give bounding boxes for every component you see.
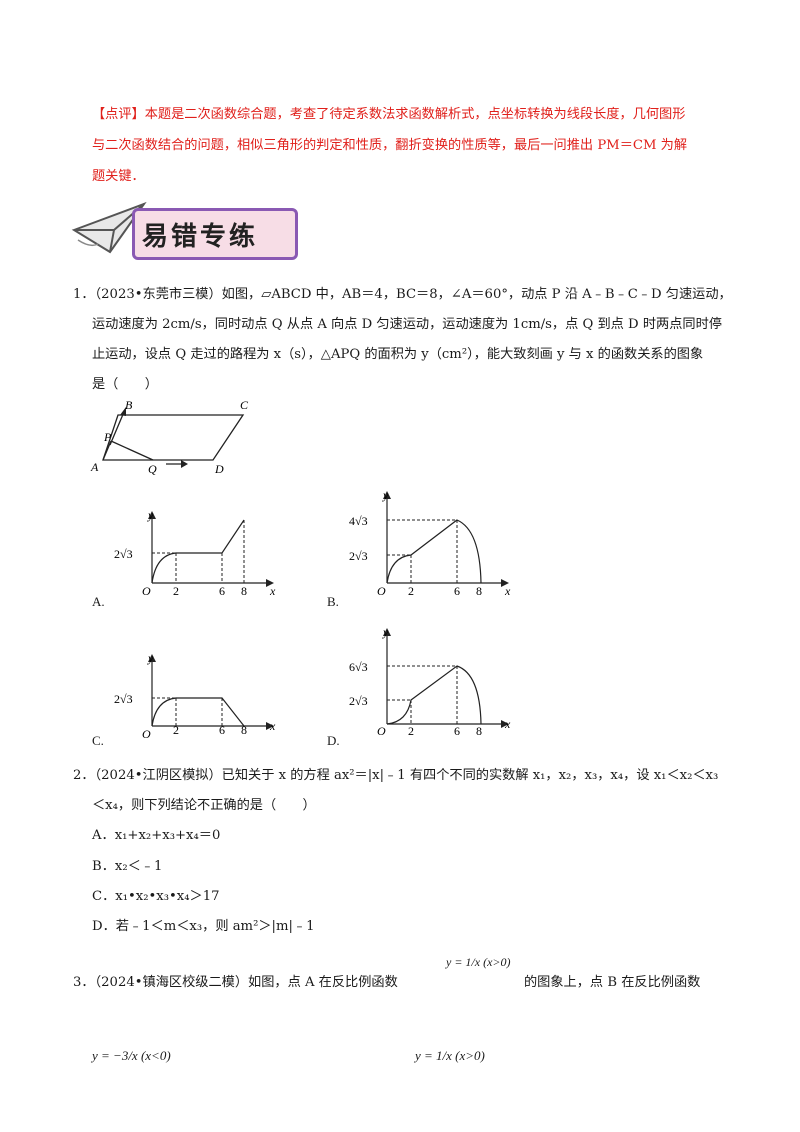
paper-plane-icon [71,201,147,254]
label-B: B [125,398,133,412]
option-d-label: D. [327,733,340,748]
q2-option-b: B．x₂＜﹣1 [92,859,163,874]
option-b-label: B. [327,594,339,609]
q3-formula-2: y = −3/x (x<0) [92,1048,171,1063]
a-x-axis-label: x [269,584,276,595]
q2-line-1: 2．（2024•江阴区模拟）已知关于 x 的方程 ax²＝|x|﹣1 有四个不同… [73,768,719,783]
b-origin: O [377,584,386,595]
graph-option-c: 2√3 2 6 8 O y x [114,651,276,740]
b-y-mark-1: 4√3 [349,514,368,528]
q1-line-4: 是（ ） [92,377,158,392]
banner-box [132,208,298,260]
d-y-mark-1: 6√3 [349,660,368,674]
label-C: C [240,398,249,412]
banner-title: 易错专练 [142,222,259,252]
q3-formula-1: y = 1/x (x>0) [446,955,511,969]
q2-option-d: D．若﹣1＜m＜x₃，则 am²＞|m|﹣1 [92,919,315,934]
q2-option-c: C．x₁•x₂•x₃•x₄＞17 [92,889,220,904]
b-x-axis-label: x [504,584,511,595]
comment-line-2: 与二次函数结合的问题，相似三角形的判定和性质，翻折变换的性质等，最后一问推出 P… [92,138,688,153]
a-y-mark: 2√3 [114,547,133,561]
d-x-6: 6 [454,724,460,737]
q1-line-3: 止运动，设点 Q 走过的路程为 x（s），△APQ 的面积为 y（cm²），能大… [92,347,704,362]
q1-line-1: 1．（2023•东莞市三模）如图，▱ABCD 中，AB＝4，BC＝8，∠A＝60… [73,287,732,302]
b-x-6: 6 [454,584,460,595]
a-x-6: 6 [219,584,225,595]
a-origin: O [142,584,151,595]
graph-option-b: 4√3 2√3 2 6 8 O y x [349,488,511,595]
b-y-mark-2: 2√3 [349,549,368,563]
c-x-6: 6 [219,723,225,737]
label-Q: Q [148,462,157,476]
c-x-8: 8 [241,723,247,737]
b-x-2: 2 [408,584,414,595]
comment-line-1: 【点评】本题是二次函数综合题，考查了待定系数法求函数解析式，点坐标转换为线段长度… [92,107,686,122]
option-c-label: C. [92,733,104,748]
c-y-axis-label: y [147,651,154,665]
d-y-axis-label: y [382,625,389,639]
graph-option-d: 6√3 2√3 2 6 8 O y x [349,625,511,737]
q3-formula-3: y = 1/x (x>0) [415,1048,485,1063]
d-x-8: 8 [476,724,482,737]
q1-line-2: 运动速度为 2cm/s，同时动点 Q 从点 A 向点 D 匀速运动，运动速度为 … [92,317,722,332]
a-y-axis-label: y [147,508,154,522]
d-x-axis-label: x [504,717,511,731]
label-A: A [90,460,99,474]
comment-line-3: 题关键． [92,169,145,184]
q3-line-1b: 的图象上，点 B 在反比例函数 [524,975,701,990]
a-x-8: 8 [241,584,247,595]
c-origin: O [142,727,151,740]
d-x-2: 2 [408,724,414,737]
a-x-2: 2 [173,584,179,595]
q3-line-1a: 3．（2024•镇海区校级二模）如图，点 A 在反比例函数 [73,975,398,990]
d-y-mark-2: 2√3 [349,694,368,708]
c-y-mark: 2√3 [114,692,133,706]
q2-option-a: A．x₁+x₂+x₃+x₄＝0 [92,828,221,843]
d-origin: O [377,724,386,737]
graph-option-a: 2√3 2 6 8 O y x [114,508,276,595]
c-x-2: 2 [173,723,179,737]
label-P: P [103,430,112,444]
b-y-axis-label: y [382,488,389,502]
q2-line-2: ＜x₄，则下列结论不正确的是（ ） [92,798,316,813]
section-banner: 易错专练 [70,200,300,266]
label-D: D [214,462,224,476]
c-x-axis-label: x [269,719,276,733]
b-x-8: 8 [476,584,482,595]
option-a-label: A. [92,594,105,609]
parallelogram-figure: B C P A Q D [90,398,249,476]
